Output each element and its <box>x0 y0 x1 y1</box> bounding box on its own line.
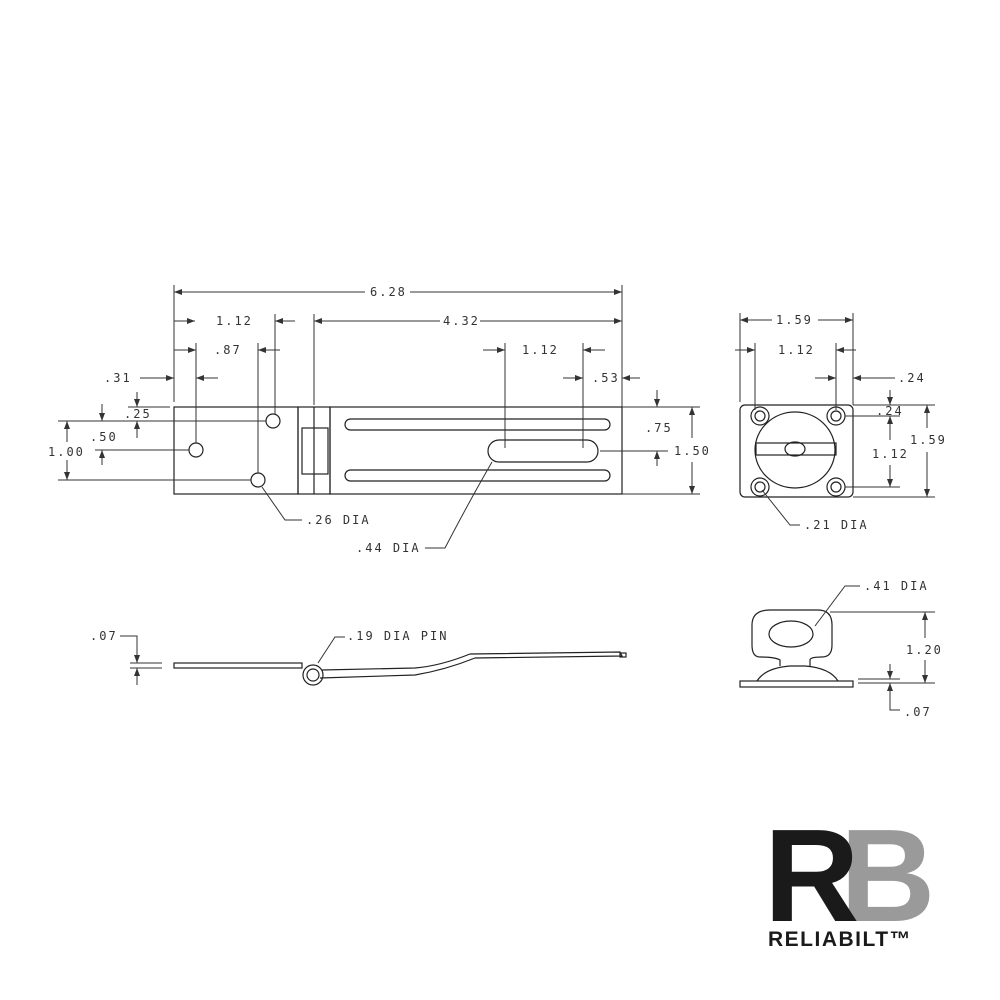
dim-overall-length: 6.28 <box>370 285 407 299</box>
hinge-knuckle <box>301 427 329 475</box>
dim-slot-end-offset: .53 <box>592 371 620 385</box>
mounting-hole <box>188 442 204 458</box>
dim-slot-length: 1.12 <box>522 343 559 357</box>
dim-hole-spacing-upper: 1.12 <box>216 314 253 328</box>
staple-top-dimensions: 1.59 1.12 .24 .24 1.12 1.59 .21 DIA <box>735 313 947 532</box>
upper-slot <box>344 418 611 431</box>
dim-hasp-length: 4.32 <box>443 314 480 328</box>
label-staple-hole-dia: .21 DIA <box>804 518 869 532</box>
label-hole-dia: .26 DIA <box>306 513 371 527</box>
hasp-top-dimensions: 6.28 1.12 4.32 .87 .31 1.12 .53 .25 <box>48 285 711 555</box>
dim-slot-center-height: .75 <box>645 421 673 435</box>
dim-overall-width: 1.50 <box>674 444 711 458</box>
dim-staple-edge-h: .24 <box>898 371 926 385</box>
label-pin-dia: .19 DIA PIN <box>347 629 448 643</box>
dim-thickness: .07 <box>90 629 118 643</box>
label-eye-dia: .41 DIA <box>864 579 929 593</box>
hasp-top-view <box>173 406 623 495</box>
dim-base-thickness: .07 <box>904 705 932 719</box>
mounting-hole <box>250 472 266 488</box>
dim-staple-height: 1.59 <box>910 433 947 447</box>
dim-hole-offset-lower: .87 <box>214 343 242 357</box>
dim-hole-offset-middle: .31 <box>104 371 132 385</box>
reliabilt-logo: B R RELIABILT™ <box>764 802 935 951</box>
center-slot <box>487 439 599 463</box>
dim-hole-middle-offset: .50 <box>90 430 118 444</box>
label-slot-dia: .44 DIA <box>356 541 421 555</box>
logo-letter-r: R <box>764 802 859 949</box>
dim-staple-width: 1.59 <box>776 313 813 327</box>
staple-side-view: 1.20 .07 .41 DIA <box>739 579 943 719</box>
staple-top-view <box>739 404 854 498</box>
logo-letter-b: B <box>840 802 935 949</box>
dim-staple-side-height: 1.20 <box>906 643 943 657</box>
dim-staple-edge-v: .24 <box>876 404 904 418</box>
logo-brand-name: RELIABILT™ <box>768 928 912 951</box>
mounting-hole <box>265 413 281 429</box>
dim-hole-spacing-vertical: 1.00 <box>48 445 85 459</box>
dim-staple-hole-spacing-v: 1.12 <box>872 447 909 461</box>
dim-hole-top-offset: .25 <box>124 407 152 421</box>
lower-slot <box>344 469 611 482</box>
hasp-side-view: .07 .19 DIA PIN <box>90 629 627 686</box>
dim-staple-hole-spacing: 1.12 <box>778 343 815 357</box>
